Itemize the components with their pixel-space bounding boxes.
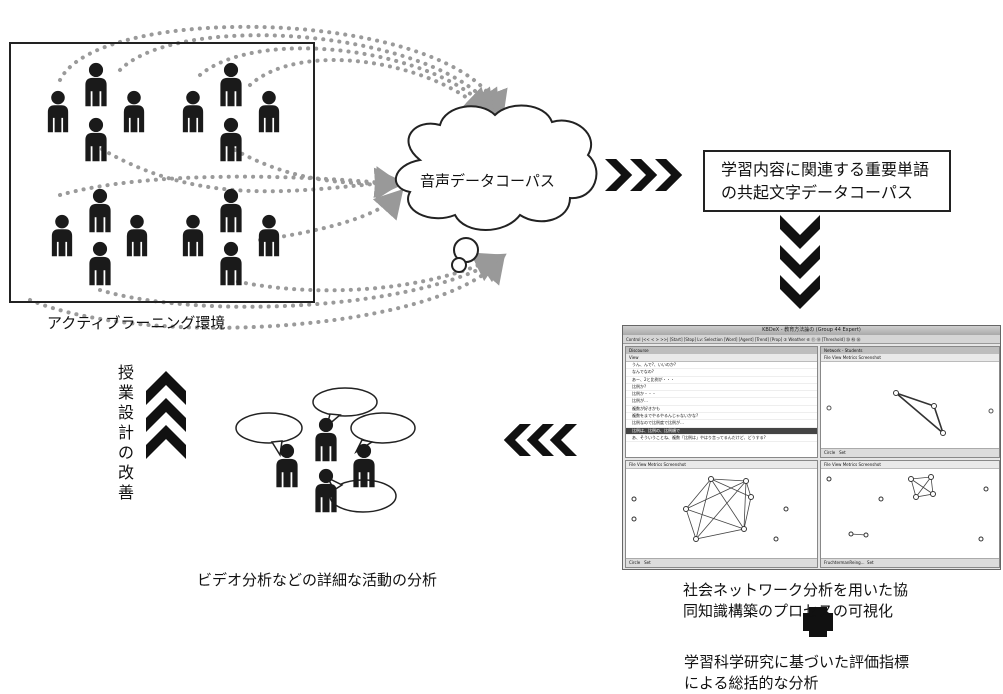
list-item: あー、2と比例が・・・ [626, 377, 817, 384]
chevron-left-icon [503, 424, 577, 456]
screenshot-toolbar: Control |<< < > >>| [Start] [Stop] Lv: S… [623, 335, 1000, 344]
network-caption: 社会ネットワーク分析を用いた協 同知識構築のプロセスの可視化 [683, 581, 909, 620]
environment-label: アクティブラーニング環境 [47, 314, 226, 332]
network-graph-1 [826, 390, 994, 436]
environment-box [9, 42, 315, 303]
list-item: 複数が好きかも [626, 406, 817, 414]
plus-icon [803, 607, 833, 637]
cloud-label: 音声データコーパス [420, 172, 555, 190]
corpus-line-1: 学習内容に関連する重要単語 [721, 160, 930, 179]
list-item: 比例が… [626, 398, 817, 406]
corpus-cloud [394, 104, 598, 273]
corpus-box: 学習内容に関連する重要単語 の共起文字データコーパス [703, 150, 951, 212]
network-students-pane: Network - Students File View Metrics Scr… [820, 346, 1000, 458]
corpus-line-2: の共起文字データコーパス [721, 183, 913, 202]
kbdex-screenshot: KBDeX - 教育方法論の (Group 44 Expert) Control… [622, 325, 1001, 570]
chevron-up-icon [146, 371, 186, 459]
list-item: 比例なので比例度で比例が… [626, 420, 817, 428]
video-analysis-group [235, 387, 416, 513]
discourse-pane: Discourse View うん、んで?、いいのか? なんでなの? あー、2と… [625, 346, 818, 458]
list-item: 複数をまでやるやるんじゃないかな? [626, 413, 817, 421]
network-graph-2 [631, 476, 789, 542]
chevron-down-icon [780, 215, 820, 309]
design-improvement-label: 授 業 設 計 の 改 善 [117, 363, 134, 502]
list-item: 比例か? [626, 384, 817, 392]
chevron-arrow-icon [605, 159, 683, 191]
list-item: うん、んで?、いいのか? [626, 362, 817, 370]
list-item: 比例は、比例の、比例順で [626, 427, 817, 435]
speech-bubble-icon [235, 387, 416, 513]
screenshot-title: KBDeX - 教育方法論の (Group 44 Expert) [623, 326, 1000, 335]
network-words-pane-2: File View Metrics Screenshot Fruchterman… [820, 460, 1000, 568]
evaluation-caption: 学習科学研究に基づいた評価指標 による総括的な分析 [684, 653, 910, 692]
discourse-list: うん、んで?、いいのか? なんでなの? あー、2と比例が・・・ 比例か? 比例か… [626, 362, 817, 443]
flow-arrows [28, 24, 508, 330]
video-caption: ビデオ分析などの詳細な活動の分析 [197, 571, 438, 589]
network-words-pane: File View Metrics Screenshot Circle Set [625, 460, 818, 568]
network-graph-3 [826, 474, 989, 542]
list-item: なんでなの? [626, 369, 817, 377]
list-item: あ、そういうことね、複数「比例は」やはり言ってるんだけど、どうする? [626, 435, 817, 443]
list-item: 比例か・・・ [626, 391, 817, 399]
